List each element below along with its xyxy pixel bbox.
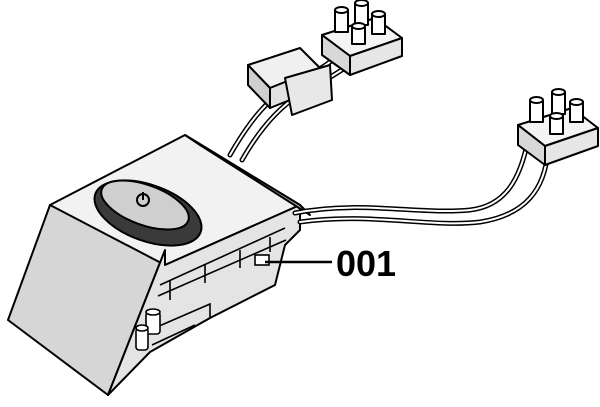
- inline-connector: [247, 47, 333, 116]
- housing-side-plate: [107, 204, 301, 396]
- terminal-screws-right: [529, 88, 584, 135]
- housing-rail: [149, 227, 287, 346]
- part-number-label: 001: [336, 243, 397, 284]
- housing-top-edge: [184, 134, 311, 216]
- switch-housing: [7, 134, 311, 396]
- power-symbol-icon: [136, 192, 150, 207]
- mounting-pegs: [135, 308, 161, 351]
- terminal-block-upper: [321, 0, 403, 76]
- rocker-button: [93, 179, 203, 247]
- terminal-screws-upper: [334, 0, 386, 45]
- terminal-block-right: [517, 88, 599, 166]
